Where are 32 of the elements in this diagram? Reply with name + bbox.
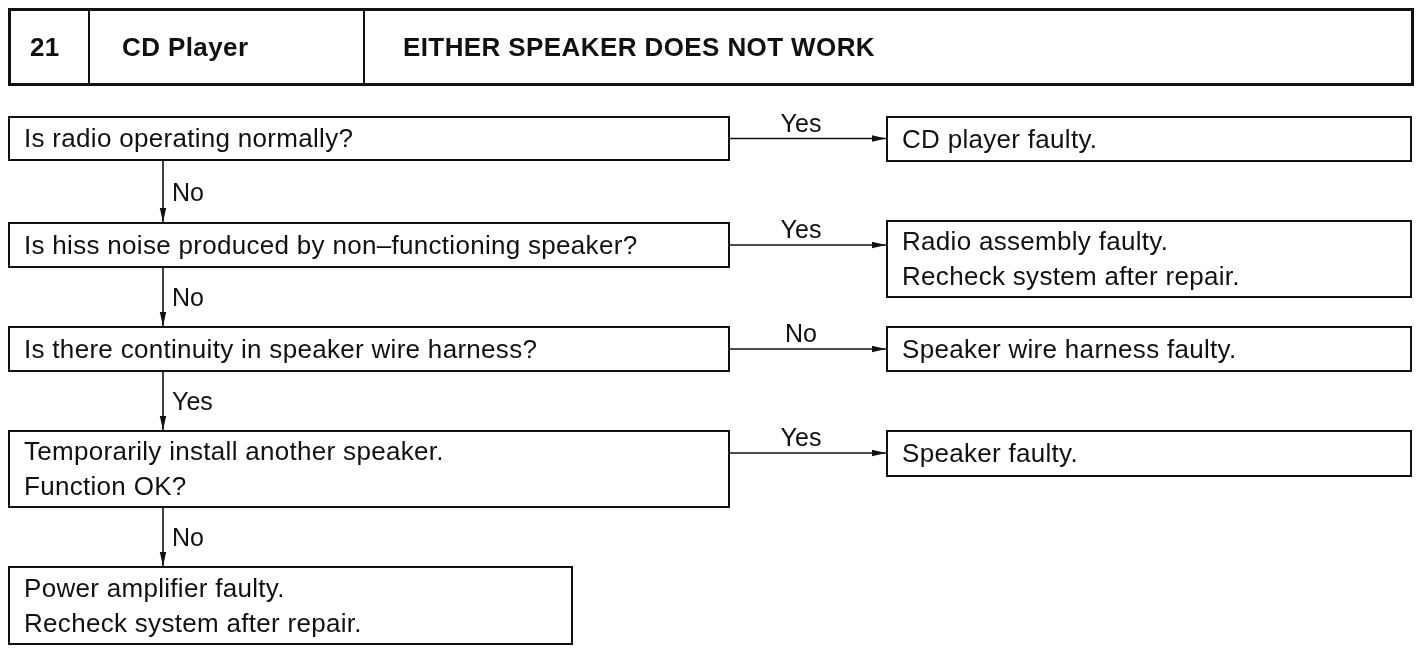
arrow xyxy=(729,135,887,142)
arrow xyxy=(729,449,887,457)
system-name: CD Player xyxy=(122,32,249,62)
section-number: 21 xyxy=(30,32,60,62)
result-box xyxy=(886,116,1412,162)
arrow xyxy=(159,267,167,327)
question-box xyxy=(8,116,730,161)
arrow xyxy=(729,241,887,249)
question-box xyxy=(8,326,730,372)
node-text: Function OK? xyxy=(24,470,187,503)
result-box xyxy=(886,326,1412,372)
node-text: Is there continuity in speaker wire harness? xyxy=(24,332,538,366)
result-box xyxy=(8,566,573,645)
arrow xyxy=(159,160,167,223)
result-box xyxy=(886,430,1412,477)
question-box xyxy=(8,430,730,508)
node-text: Temporarily install another speaker. xyxy=(24,435,444,468)
arrow xyxy=(159,507,167,567)
node-text: Speaker wire harness faulty. xyxy=(902,332,1237,366)
node-text: Is hiss noise produced by non–functioning speaker? xyxy=(24,228,638,262)
node-text: Speaker faulty. xyxy=(902,437,1078,470)
page-title: EITHER SPEAKER DOES NOT WORK xyxy=(403,32,875,62)
node-text: Radio assembly faulty. xyxy=(902,225,1169,258)
node-text: Power amplifier faulty. xyxy=(24,571,285,605)
question-box xyxy=(8,222,730,268)
arrow xyxy=(729,345,887,353)
node-text: CD player faulty. xyxy=(902,122,1098,156)
arrow xyxy=(159,371,167,431)
result-box xyxy=(886,220,1412,298)
node-text: Is radio operating normally? xyxy=(24,122,354,155)
node-text: Recheck system after repair. xyxy=(902,260,1240,293)
node-text: Recheck system after repair. xyxy=(24,606,362,640)
